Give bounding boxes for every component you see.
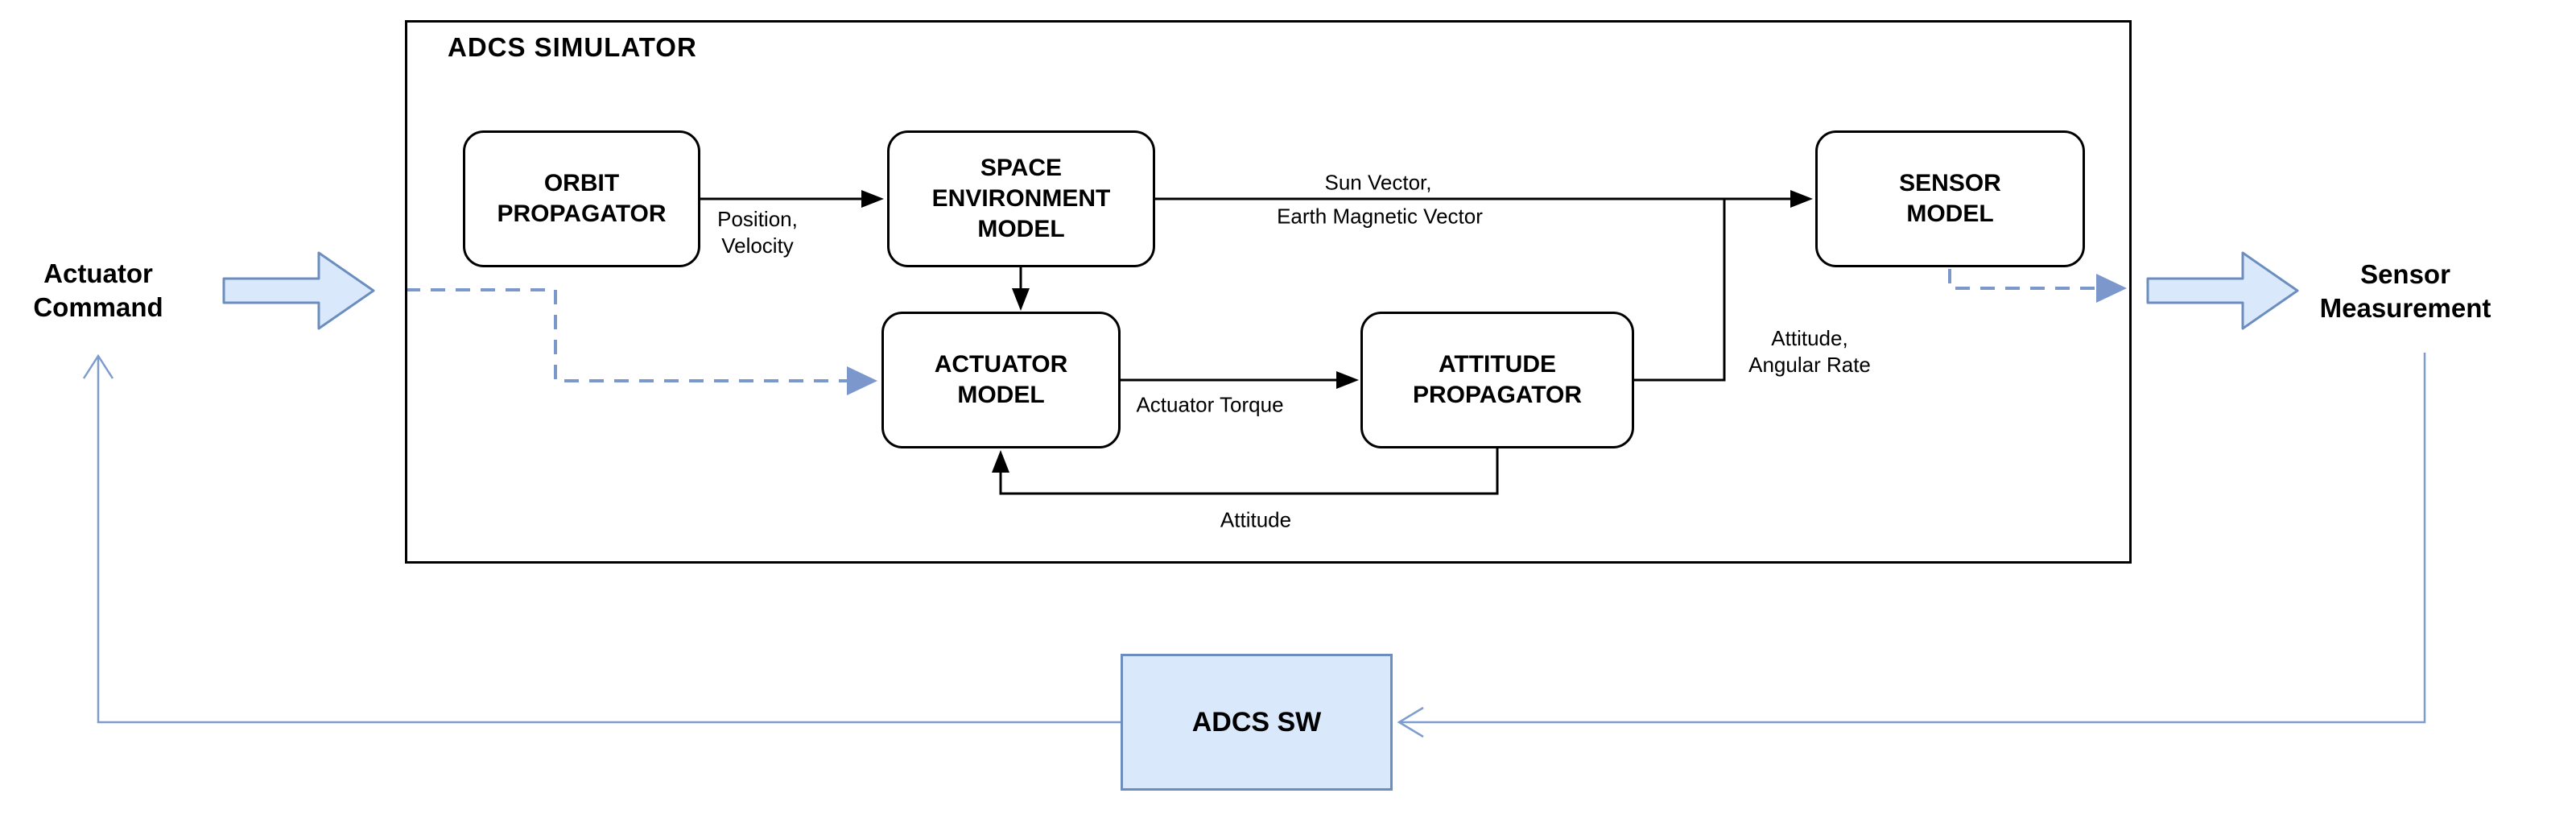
dashed-arrowhead-to-edge-icon — [2096, 274, 2127, 303]
dashed-line-sensor-to-edge — [1948, 269, 2096, 290]
simulator-frame — [405, 20, 2132, 564]
signal-label-attitude-feedback: Attitude — [1220, 507, 1292, 532]
arrowhead-into-actuator-bottom-icon — [992, 450, 1009, 473]
block-label: SENSOR MODEL — [1899, 170, 2001, 227]
block-label: ATTITUDE PROPAGATOR — [1412, 351, 1582, 408]
block-label: ADCS SW — [1191, 707, 1322, 738]
chevron-up-icon — [82, 353, 114, 379]
signal-label-position-velocity: Position, Velocity — [717, 207, 798, 258]
arrowhead-into-actuator-top-icon — [1012, 288, 1030, 311]
block-orbit-propagator: ORBIT PROPAGATOR — [463, 130, 700, 267]
block-label: ORBIT PROPAGATOR — [497, 170, 667, 227]
block-adcs-sw: ADCS SW — [1121, 654, 1393, 791]
feedback-loop-left — [82, 353, 1121, 724]
block-label: SPACE ENVIRONMENT MODEL — [931, 155, 1111, 242]
dashed-actuator-command-path — [406, 288, 877, 395]
arrowhead-into-attitude-icon — [1336, 371, 1359, 389]
dashed-arrowhead-into-actuator-icon — [847, 366, 877, 395]
signal-label-sun-vector: Sun Vector, — [1324, 170, 1432, 195]
signal-label-attitude-angular-rate: Attitude, Angular Rate — [1748, 326, 1871, 377]
chevron-left-icon — [1397, 706, 1424, 738]
signal-label-actuator-torque: Actuator Torque — [1136, 392, 1284, 417]
block-space-environment-model: SPACE ENVIRONMENT MODEL — [887, 130, 1155, 267]
sensor-measurement-block-arrow-icon — [2146, 251, 2299, 330]
io-label-actuator-command: Actuator Command — [33, 258, 163, 322]
arrowhead-into-space-env-icon — [861, 190, 884, 208]
signal-label-earth-magnetic-vector: Earth Magnetic Vector — [1277, 204, 1483, 229]
block-sensor-model: SENSOR MODEL — [1815, 130, 2085, 267]
black-connectors — [700, 190, 1813, 495]
line-adcs-sw-to-actuator-command — [97, 356, 1121, 724]
line-attitude-to-sensor-junction — [1634, 200, 1726, 382]
simulator-title: ADCS SIMULATOR — [448, 32, 697, 62]
block-label: ACTUATOR MODEL — [934, 351, 1068, 408]
io-label-sensor-measurement: Sensor Measurement — [2319, 259, 2491, 323]
line-sensor-measurement-to-adcs-sw — [1401, 353, 2426, 724]
block-attitude-propagator: ATTITUDE PROPAGATOR — [1360, 312, 1634, 448]
line-attitude-feedback — [999, 448, 1499, 495]
dashed-line-command-to-actuator — [406, 288, 847, 382]
actuator-command-block-arrow-icon — [222, 251, 375, 330]
dashed-sensor-measurement-path — [1948, 269, 2127, 303]
feedback-loop-right — [1397, 353, 2426, 738]
arrowhead-into-sensor-icon — [1790, 190, 1813, 208]
block-actuator-model: ACTUATOR MODEL — [881, 312, 1121, 448]
